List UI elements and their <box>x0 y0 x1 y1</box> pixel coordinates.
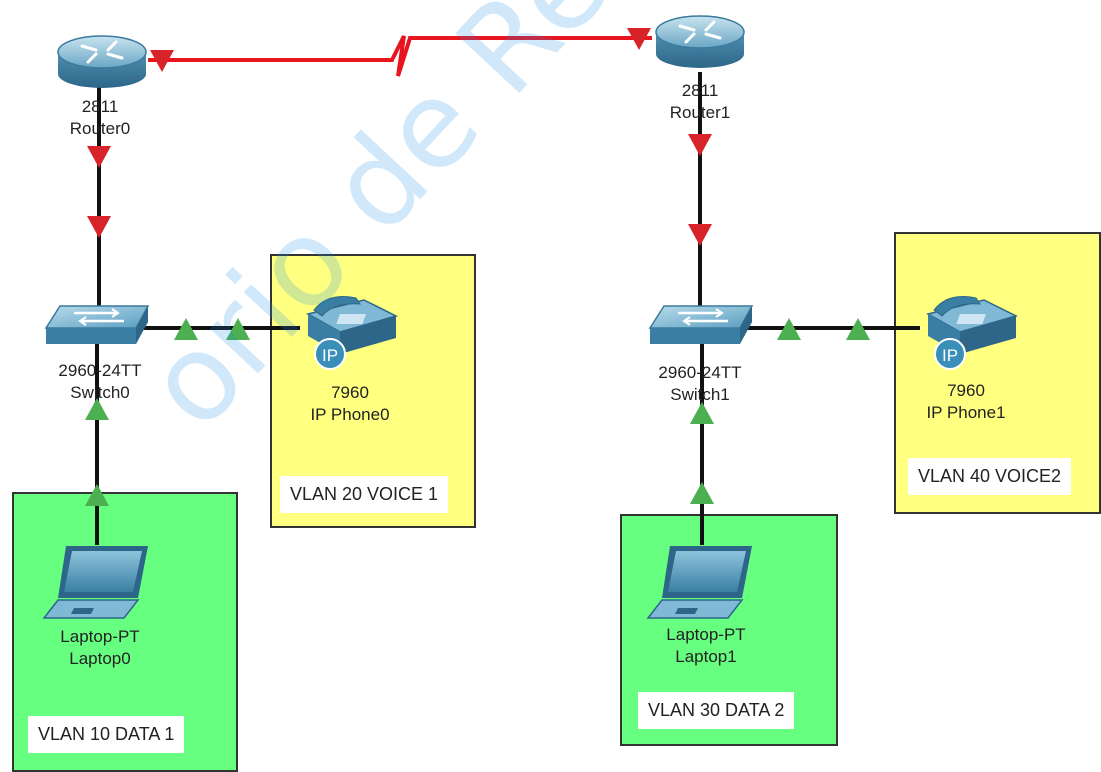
laptop0-label: Laptop-PT Laptop0 <box>40 626 160 670</box>
link-down-marker <box>688 134 712 156</box>
link-down-marker <box>627 28 651 50</box>
router0-model: 2811 <box>81 97 119 116</box>
laptop0-name: Laptop0 <box>69 649 131 668</box>
switch0-label: 2960-24TT Switch0 <box>40 360 160 404</box>
ip-phone-icon[interactable]: IP <box>925 296 1019 370</box>
link-up-marker <box>846 318 870 340</box>
switch1-name: Switch1 <box>670 385 730 404</box>
switch0-model: 2960-24TT <box>58 361 142 380</box>
ip-badge: IP <box>942 346 958 365</box>
serial-link-router0-router1[interactable] <box>148 35 652 77</box>
link-down-marker <box>87 146 111 168</box>
laptop-icon[interactable] <box>42 546 148 619</box>
vlan-40-voice-label: VLAN 40 VOICE2 <box>908 458 1072 495</box>
laptop0-model: Laptop-PT <box>60 627 140 646</box>
router1-model: 2811 <box>681 81 719 100</box>
link-up-marker <box>85 484 109 506</box>
router1-label: 2811 Router1 <box>650 80 750 124</box>
switch1-model: 2960-24TT <box>658 363 742 382</box>
switch1-label: 2960-24TT Switch1 <box>640 362 760 406</box>
router0-label: 2811 Router0 <box>50 96 150 140</box>
link-up-marker <box>690 402 714 424</box>
phone0-label: 7960 IP Phone0 <box>290 382 410 426</box>
ip-badge: IP <box>322 346 338 365</box>
laptop1-name: Laptop1 <box>675 647 737 666</box>
phone0-model: 7960 <box>331 383 369 402</box>
laptop1-model: Laptop-PT <box>666 625 746 644</box>
link-up-marker <box>690 482 714 504</box>
link-up-marker <box>777 318 801 340</box>
vlan-40-voice-zone: VLAN 40 VOICE2 <box>894 232 1101 514</box>
vlan-30-data-label: VLAN 30 DATA 2 <box>638 692 795 729</box>
link-down-marker <box>150 50 174 72</box>
vlan-10-data-zone: VLAN 10 DATA 1 <box>12 492 238 772</box>
link-down-marker <box>688 224 712 246</box>
link-up-marker <box>174 318 198 340</box>
switch-icon[interactable] <box>44 305 150 344</box>
vlan-10-data-label: VLAN 10 DATA 1 <box>28 716 185 753</box>
switch-icon[interactable] <box>648 305 754 344</box>
router-icon[interactable] <box>57 35 147 88</box>
link-up-marker <box>226 318 250 340</box>
vlan-20-voice-label: VLAN 20 VOICE 1 <box>280 476 449 513</box>
router0-name: Router0 <box>69 119 131 138</box>
link-down-marker <box>87 216 111 238</box>
link-up-marker <box>85 398 109 420</box>
router1-name: Router1 <box>669 103 731 122</box>
phone1-label: 7960 IP Phone1 <box>906 380 1026 424</box>
laptop-icon[interactable] <box>646 546 752 619</box>
laptop1-label: Laptop-PT Laptop1 <box>646 624 766 668</box>
router-icon[interactable] <box>655 15 745 68</box>
switch0-name: Switch0 <box>70 383 130 402</box>
vlan-20-voice-zone: VLAN 20 VOICE 1 <box>270 254 476 528</box>
ip-phone-icon[interactable]: IP <box>305 296 399 370</box>
phone1-model: 7960 <box>947 381 985 400</box>
phone0-name: IP Phone0 <box>310 405 390 424</box>
phone1-name: IP Phone1 <box>926 403 1006 422</box>
